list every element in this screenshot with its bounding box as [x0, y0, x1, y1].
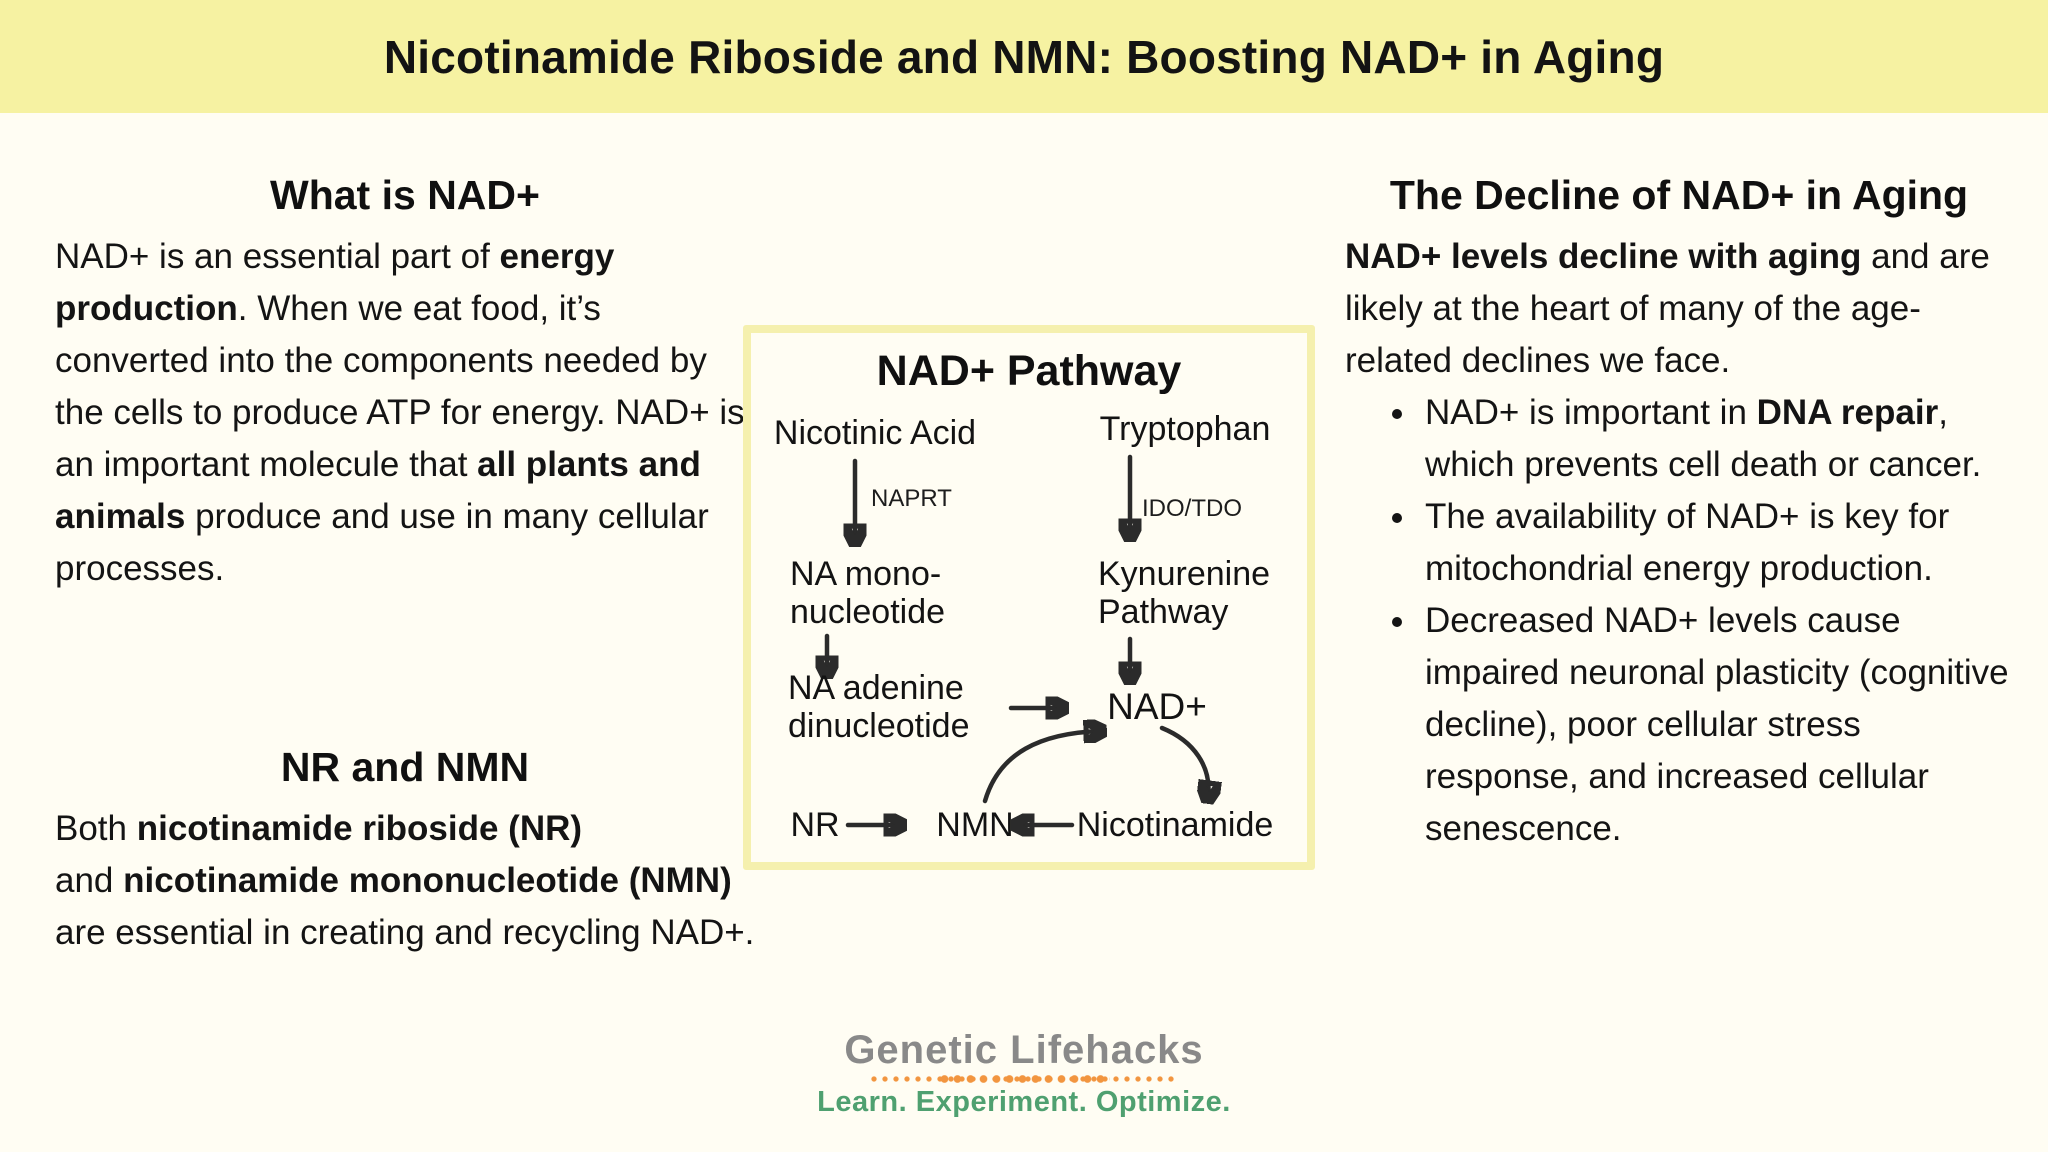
node-tryptophan: Tryptophan — [1099, 410, 1271, 448]
enzyme-label-ido-tdo: IDO/TDO — [1142, 495, 1242, 522]
decline-heading: The Decline of NAD+ in Aging — [1389, 172, 1969, 218]
nr-and-nmn-heading: NR and NMN — [280, 744, 530, 790]
enzyme-label-naprt: NAPRT — [871, 485, 952, 512]
bullet-item: The availability of NAD+ is key for mito… — [1419, 491, 2013, 595]
node-nicotinic-acid: Nicotinic Acid — [773, 414, 977, 452]
node-nicotinamide: Nicotinamide — [1076, 806, 1274, 844]
nad-pathway-box: NAD+ Pathway Nicotinic Acid Tryptophan N… — [743, 325, 1315, 870]
node-na-adenine-dinucleotide: NA adenine dinucleotide — [788, 669, 970, 745]
nr-and-nmn-text: Both nicotinamide riboside (NR) and nico… — [55, 809, 755, 952]
arrow-nad-to-nicotinamide — [1159, 725, 1209, 798]
pathway-title: NAD+ Pathway — [876, 347, 1182, 395]
bullet-item: NAD+ is important in DNA repair, which p… — [1419, 387, 2013, 491]
node-nad: NAD+ — [1107, 686, 1207, 727]
section-nr-and-nmn: NR and NMN Both nicotinamide riboside (N… — [55, 744, 755, 959]
title-banner: Nicotinamide Riboside and NMN: Boosting … — [0, 0, 2048, 113]
what-is-nad-text: NAD+ is an essential part of energy prod… — [55, 237, 745, 588]
decline-bullets: NAD+ is important in DNA repair, which p… — [1345, 387, 2013, 855]
decline-intro: NAD+ levels decline with aging and are l… — [1345, 237, 2000, 380]
node-kynurenine-pathway: Kynurenine Pathway — [1098, 555, 1271, 631]
logo-dotted-divider — [869, 1074, 1179, 1084]
pathway-arrows — [751, 454, 1307, 862]
node-nmn: NMN — [936, 806, 1014, 844]
logo-wordmark: Genetic Lifehacks — [844, 1028, 1204, 1072]
node-na-mononucleotide: NA mono- nucleotide — [790, 555, 946, 631]
what-is-nad-heading: What is NAD+ — [270, 172, 540, 218]
bullet-item: Decreased NAD+ levels cause impaired neu… — [1419, 595, 2013, 855]
page-title: Nicotinamide Riboside and NMN: Boosting … — [383, 30, 1665, 83]
section-what-is-nad: What is NAD+ NAD+ is an essential part o… — [55, 172, 755, 595]
footer-logo: Genetic Lifehacks Learn. Experiment. Opt… — [0, 1028, 2048, 1119]
node-nr: NR — [790, 806, 840, 844]
logo-tagline: Learn. Experiment. Optimize. — [817, 1086, 1231, 1118]
section-nad-decline: The Decline of NAD+ in Aging NAD+ levels… — [1345, 172, 2013, 855]
arrow-nmn-to-nad — [982, 731, 1101, 804]
